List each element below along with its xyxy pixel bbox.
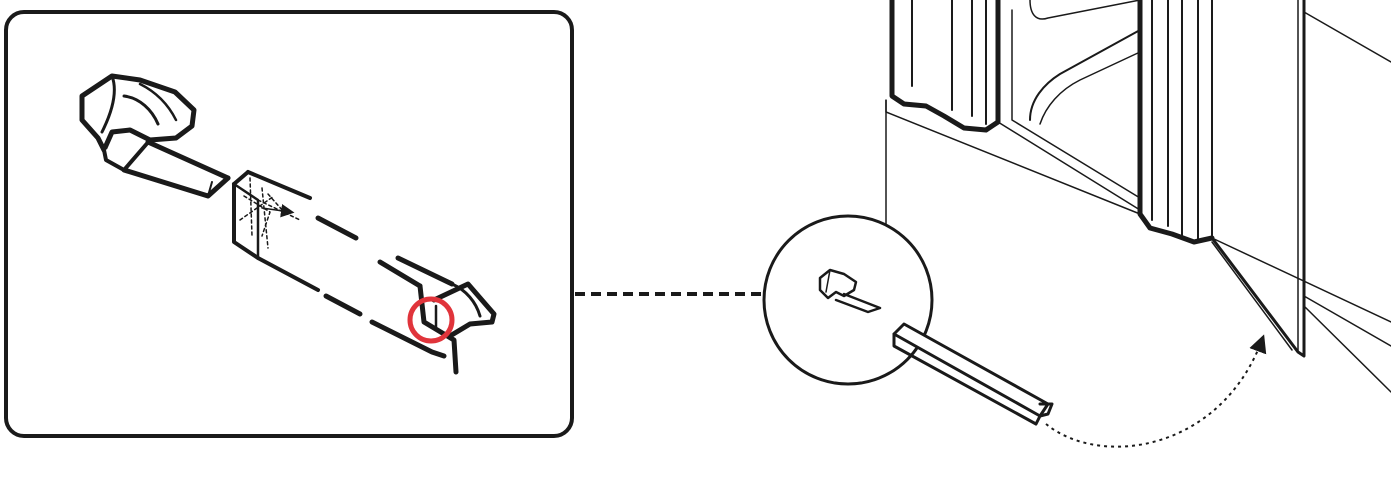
rail-bar-part — [892, 322, 1054, 426]
rail-bar-detail — [315, 215, 455, 359]
hinge-clip-detail — [79, 73, 231, 199]
detail-panel-frame — [4, 10, 574, 438]
rail-end-detail — [417, 281, 497, 375]
highlight-ring — [407, 296, 455, 344]
install-direction-arrow — [1045, 334, 1267, 448]
sleeve-detail — [232, 170, 320, 292]
hinge-clip-part — [818, 268, 882, 314]
magnifier-circle — [762, 214, 934, 386]
enlarged-detail-callout — [4, 10, 574, 438]
door-bottom-fixture — [885, 0, 1391, 393]
